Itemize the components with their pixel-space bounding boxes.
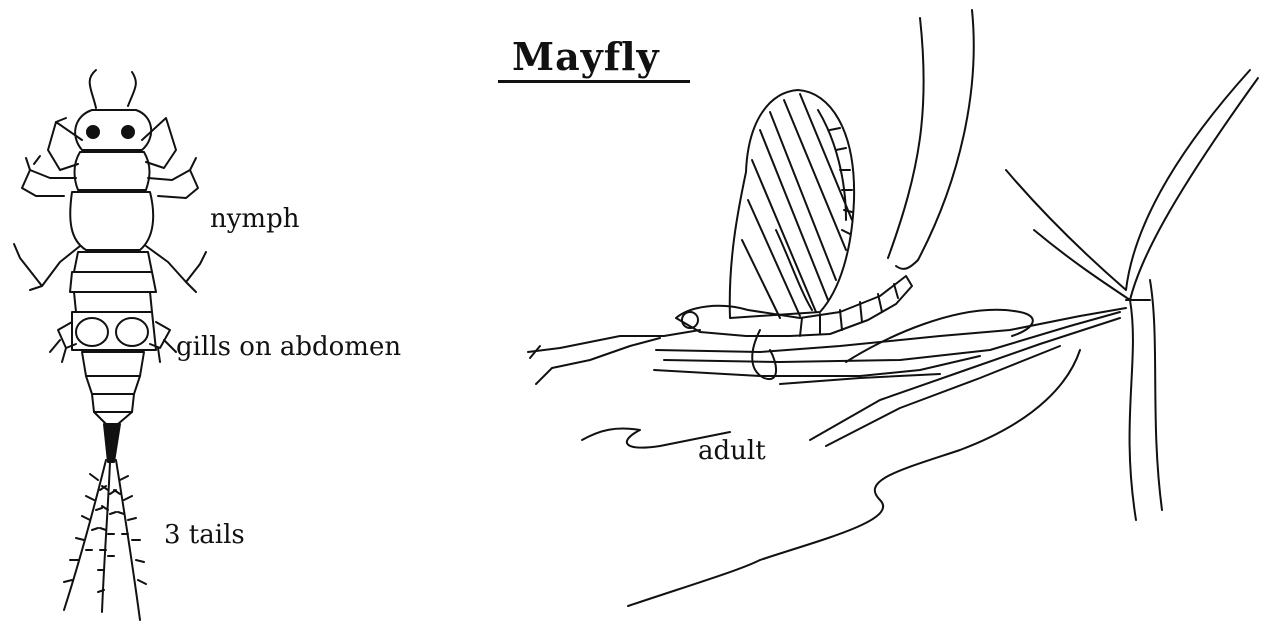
adult-drawing: [528, 10, 1258, 606]
label-gills: gills on abdomen: [176, 334, 401, 360]
label-tails: 3 tails: [164, 522, 245, 548]
label-nymph: nymph: [210, 206, 299, 232]
title-underline: [498, 80, 690, 83]
page-title: Mayfly: [512, 38, 660, 76]
label-adult: adult: [698, 438, 766, 464]
